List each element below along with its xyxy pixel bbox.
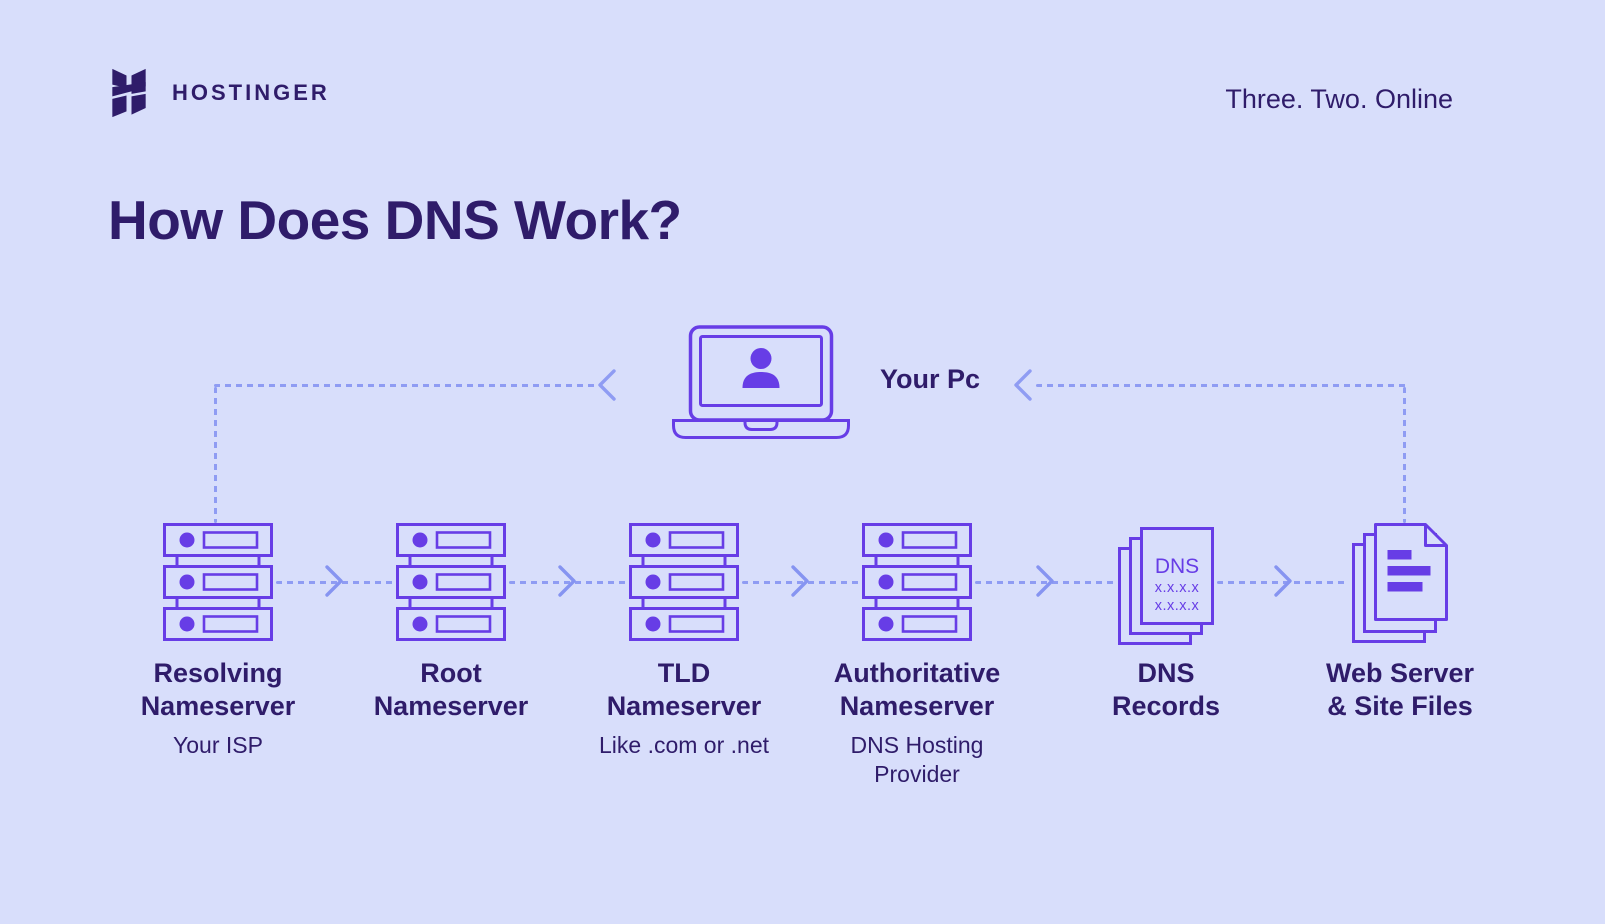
tagline: Three. Two. Online [1225, 84, 1453, 114]
node-title: Root Nameserver [373, 658, 529, 721]
node-title: DNS Records [1111, 658, 1221, 721]
arrow-right-icon [325, 565, 343, 597]
server-rack-icon [163, 523, 273, 641]
node-subtitle: DNS Hosting Provider [850, 732, 984, 787]
node-dns-records: DNS x.x.x.x x.x.x.x DNS Records [1046, 523, 1286, 721]
node-title: Authoritative Nameserver [833, 658, 1001, 721]
client-label: Your Pc [880, 364, 981, 394]
node-title: Web Server & Site Files [1325, 658, 1475, 721]
page-title: How Does DNS Work? [108, 189, 682, 251]
arrow-left-icon [1014, 369, 1032, 401]
connector-webserver-to-pc [1036, 384, 1406, 387]
node-authoritative-nameserver: Authoritative Nameserver DNS Hosting Pro… [797, 523, 1037, 787]
arrow-left-icon [598, 369, 616, 401]
node-title: Resolving Nameserver [140, 658, 296, 721]
node-tld-nameserver: TLD Nameserver Like .com or .net [564, 523, 804, 758]
node-resolving-nameserver: Resolving Nameserver Your ISP [98, 523, 338, 758]
connector-records-webserver [1217, 581, 1349, 584]
arrow-right-icon [1274, 565, 1292, 597]
hostinger-logo-icon [112, 68, 146, 118]
arrow-right-icon [791, 565, 809, 597]
node-subtitle: Like .com or .net [598, 732, 770, 758]
node-title: TLD Nameserver [606, 658, 762, 721]
connector-authoritative-records [975, 581, 1115, 584]
connector-root-tld [509, 581, 626, 584]
site-files-icon [1351, 523, 1448, 643]
connector-tld-authoritative [742, 581, 859, 584]
connector-pc-to-resolver [214, 384, 598, 387]
node-subtitle: Your ISP [173, 732, 263, 758]
dns-icon-heading: DNS [1155, 555, 1199, 578]
node-root-nameserver: Root Nameserver [331, 523, 571, 721]
arrow-right-icon [558, 565, 576, 597]
brand-name: HOSTINGER [172, 80, 330, 105]
laptop-user-icon [672, 325, 850, 439]
connector-down-to-resolver [214, 387, 217, 523]
connector-resolver-root [276, 581, 393, 584]
server-rack-icon [862, 523, 972, 641]
user-head [750, 348, 772, 369]
arrow-right-icon [1036, 565, 1054, 597]
dns-icon-line1: x.x.x.x [1155, 580, 1200, 596]
node-web-server-site-files: Web Server & Site Files [1280, 523, 1520, 721]
dns-icon-line2: x.x.x.x [1155, 598, 1200, 614]
dns-records-icon: DNS x.x.x.x x.x.x.x [1118, 527, 1214, 645]
brand: HOSTINGER [104, 64, 330, 122]
server-rack-icon [629, 523, 739, 641]
connector-up-from-webserver [1403, 387, 1406, 523]
server-rack-icon [396, 523, 506, 641]
